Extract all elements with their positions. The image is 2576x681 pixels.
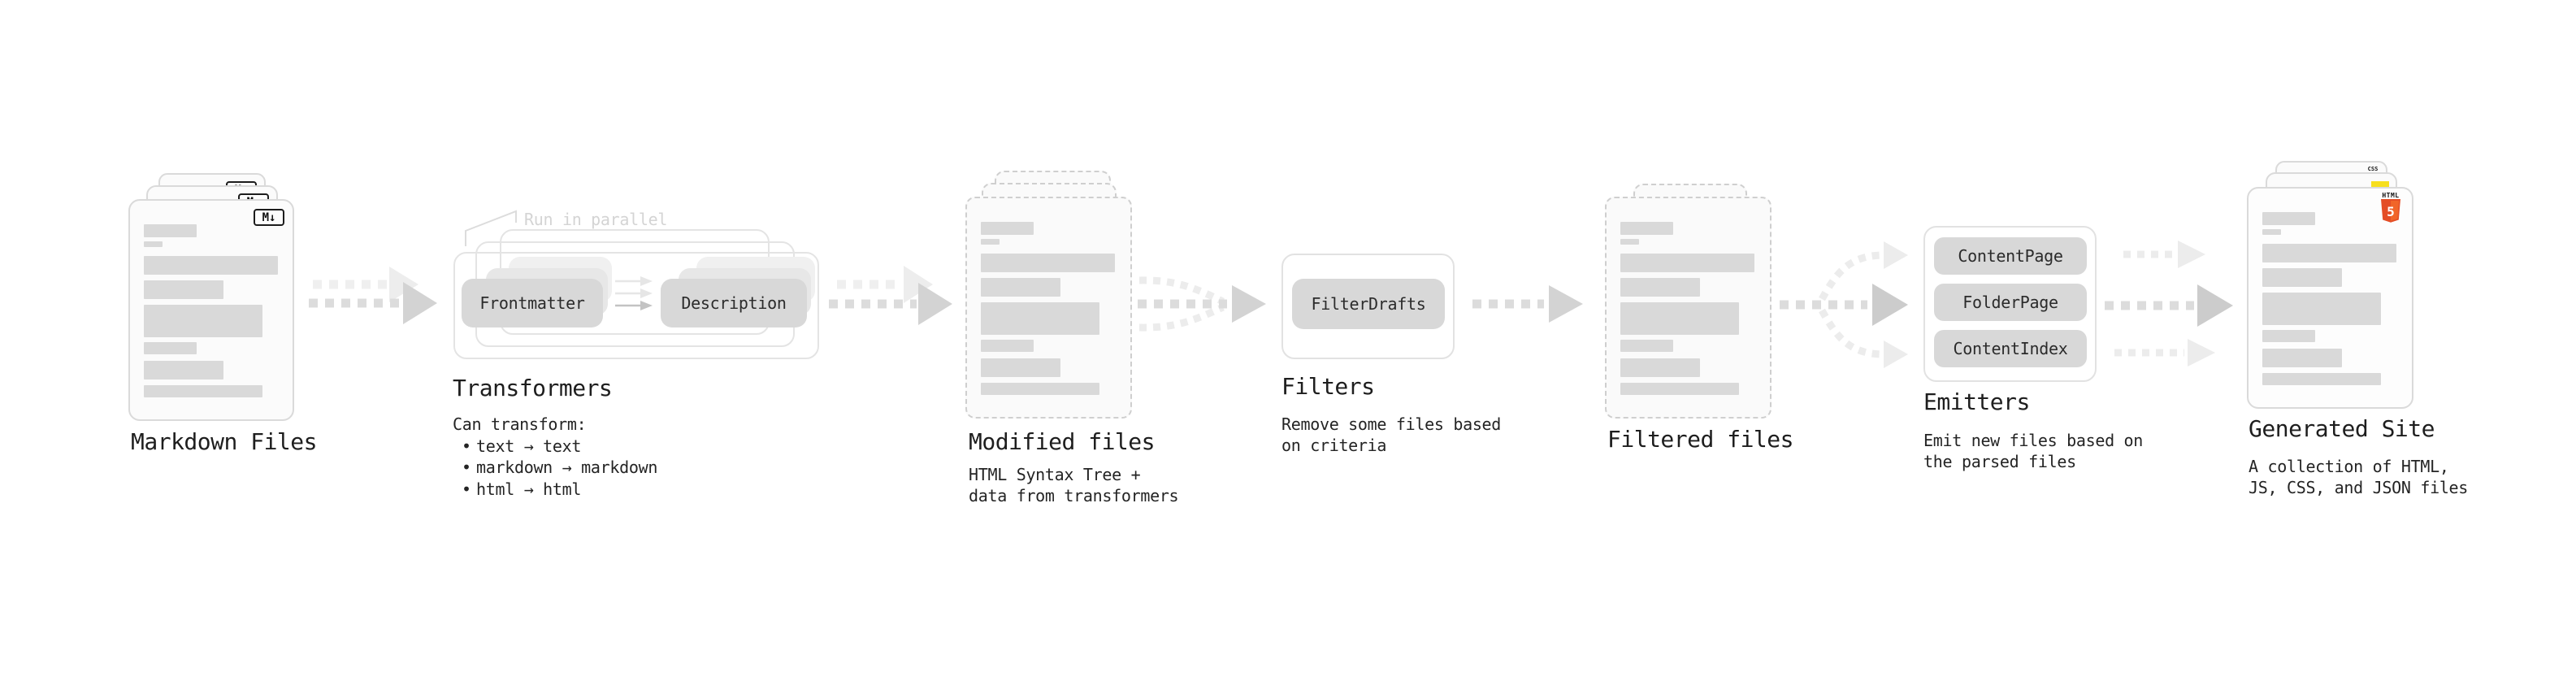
filters-title: Filters [1281,373,1375,400]
text-line-bar [1620,340,1673,352]
svg-text:5: 5 [2387,204,2395,219]
transform-bullet: • markdown → markdown [453,457,657,479]
document-text-bars [981,222,1117,395]
filtered-files-title: Filtered files [1607,426,1794,453]
run-in-parallel-label: Run in parallel [524,210,668,229]
frontmatter-box: Frontmatter [462,279,603,327]
folderpage-label: FolderPage [1962,293,2058,312]
text-line-bar [144,256,278,275]
contentpage-label: ContentPage [1958,246,2063,266]
transformers-description: Can transform: •text → text •markdown → … [453,414,657,500]
text-line-bar [1620,358,1700,377]
text-line-bar [981,383,1099,395]
html5-icon: HTML 5 [2379,192,2402,226]
text-line-bar [2262,330,2315,342]
arrow-transformers-to-modified [829,266,952,325]
arrow-markdown-to-transformers [309,267,437,324]
text-line-bar [144,361,223,380]
markdown-paper-front: M↓ [128,199,294,421]
arrows-emitters-to-generated [2105,241,2233,367]
contentpage-box: ContentPage [1934,237,2087,275]
bullet-text: text → text [476,436,582,456]
frontmatter-label: Frontmatter [479,293,585,313]
js-icon [2371,181,2389,189]
desc-line: HTML Syntax Tree + [969,465,1141,484]
text-line-bar [1620,222,1673,235]
generated-site-description: A collection of HTML, JS, CSS, and JSON … [2249,456,2468,498]
text-line-bar [1620,383,1739,395]
modified-paper-front [965,197,1132,419]
description-box: Description [661,279,807,327]
filterdrafts-box: FilterDrafts [1292,279,1445,329]
text-line-bar [2262,293,2381,325]
text-line-bar [2262,229,2281,235]
transformers-title: Transformers [453,375,613,401]
text-line-bar [2262,268,2342,287]
transformers-desc-intro: Can transform: [453,414,587,434]
text-line-bar [981,302,1099,335]
folderpage-box: FolderPage [1934,284,2087,321]
transform-bullet: •text → text [453,436,657,458]
text-line-bar [2262,349,2342,367]
modified-files-title: Modified files [969,428,1156,455]
transform-bullet: •html → html [453,479,657,501]
text-line-bar [144,224,197,237]
transformer-layer-front [453,252,819,359]
arrow-modified-to-filters-merge [1138,276,1266,332]
text-line-bar [981,358,1060,377]
filtered-paper-front [1605,197,1772,419]
bullet-glyph: • [462,458,471,477]
text-line-bar [1620,302,1739,335]
desc-line: data from transformers [969,486,1179,505]
text-line-bar [981,222,1034,235]
generated-site-title: Generated Site [2249,415,2435,442]
bullet-glyph: • [462,479,471,499]
text-line-bar [2262,373,2381,385]
contentindex-label: ContentIndex [1953,339,2068,358]
markdown-files-title: Markdown Files [131,428,318,455]
text-line-bar [981,239,1000,245]
filters-description: Remove some files based on criteria [1281,414,1501,456]
text-line-bar [1620,239,1639,245]
arrow-filtered-to-emitters-split [1780,241,1908,368]
desc-line: JS, CSS, and JSON files [2249,478,2469,497]
emitters-title: Emitters [1923,388,2030,415]
html5-icon-word: HTML [2382,192,2400,199]
bullet-text: markdown → markdown [476,458,658,477]
text-line-bar [2262,244,2396,262]
text-line-bar [144,241,163,247]
text-line-bar [2262,212,2315,225]
text-line-bar [144,342,197,354]
filterdrafts-label: FilterDrafts [1311,294,1426,314]
text-line-bar [981,340,1034,352]
markdown-icon: M↓ [254,209,284,226]
text-line-bar [144,305,262,337]
modified-files-description: HTML Syntax Tree + data from transformer… [969,464,1179,506]
contentindex-box: ContentIndex [1934,330,2087,367]
document-text-bars [144,224,279,397]
emitters-description: Emit new files based on the parsed files [1923,430,2143,472]
generated-paper-html: HTML 5 [2247,187,2413,409]
desc-line: Emit new files based on [1923,431,2144,450]
html5-shield: 5 [2381,199,2400,223]
text-line-bar [144,280,223,299]
document-text-bars [1620,222,1756,395]
css-icon-label: CSS [2367,166,2379,172]
arrow-filters-to-filtered [1472,285,1583,323]
document-text-bars [2262,212,2398,385]
bullet-text: html → html [476,479,582,499]
desc-line: A collection of HTML, [2249,457,2449,476]
text-line-bar [144,385,262,397]
description-label: Description [681,293,787,313]
text-line-bar [981,278,1060,297]
text-line-bar [1620,254,1754,272]
bullet-glyph: • [462,436,471,456]
markdown-icon-label: M↓ [262,210,276,224]
text-line-bar [1620,278,1700,297]
text-line-bar [981,254,1115,272]
desc-line: Remove some files based [1281,414,1502,434]
desc-line: the parsed files [1923,452,2076,471]
desc-line: on criteria [1281,436,1387,455]
